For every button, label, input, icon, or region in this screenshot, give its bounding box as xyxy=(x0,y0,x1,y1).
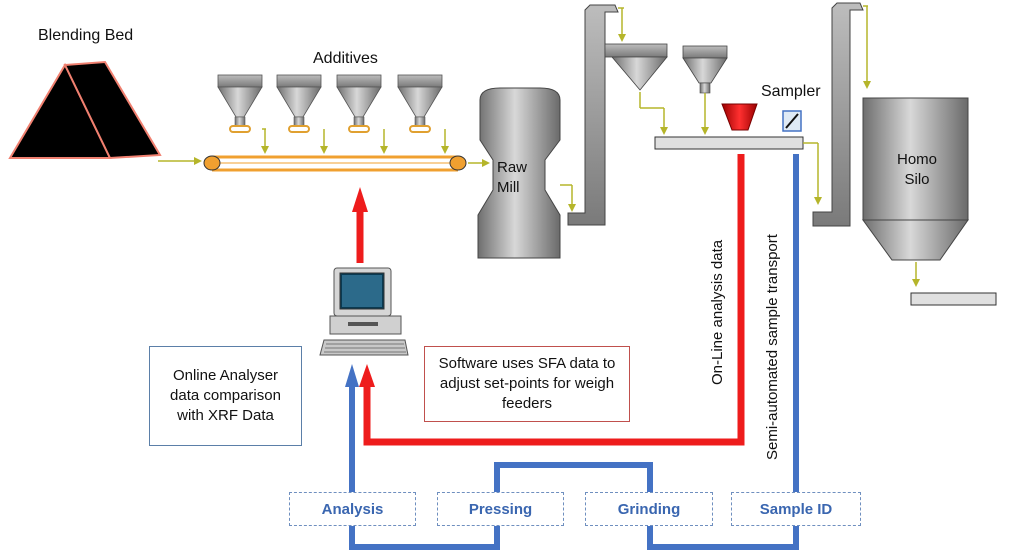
blending-bed-label: Blending Bed xyxy=(38,27,134,44)
red-data-line xyxy=(352,154,745,446)
raw-mill-label: Raw Mill xyxy=(497,159,528,196)
sample-conveyor xyxy=(654,136,804,150)
online-data-label: On-Line analysis data xyxy=(709,239,726,385)
additive-hoppers xyxy=(217,74,449,154)
sampler-label: Sampler xyxy=(761,83,821,100)
bucket-elevator-2 xyxy=(812,2,871,227)
silo-output-conveyor xyxy=(910,292,997,306)
computer-icon[interactable] xyxy=(319,267,409,356)
analyser-note: Online Analyser data comparison with XRF… xyxy=(149,346,302,446)
step-analysis[interactable]: Analysis xyxy=(289,492,416,526)
step-sample-id[interactable]: Sample ID xyxy=(731,492,861,526)
software-note: Software uses SFA data to adjust set-poi… xyxy=(424,346,630,422)
additives-label: Additives xyxy=(313,50,378,67)
blending-bed xyxy=(8,60,162,160)
homo-silo-label: Homo Silo xyxy=(897,151,938,188)
blue-sample-line xyxy=(345,154,799,550)
homo-silo xyxy=(862,97,969,287)
sample-cup xyxy=(721,103,758,131)
step-pressing[interactable]: Pressing xyxy=(437,492,564,526)
step-grinding[interactable]: Grinding xyxy=(585,492,713,526)
separator-hopper xyxy=(604,43,668,135)
bucket-elevator-1 xyxy=(560,4,626,226)
dust-hopper xyxy=(682,45,728,135)
raw-mill xyxy=(477,87,561,259)
sample-transport-label: Semi-automated sample transport xyxy=(764,234,781,460)
conveyor-belt xyxy=(203,155,467,172)
sampler-device[interactable] xyxy=(782,110,802,132)
